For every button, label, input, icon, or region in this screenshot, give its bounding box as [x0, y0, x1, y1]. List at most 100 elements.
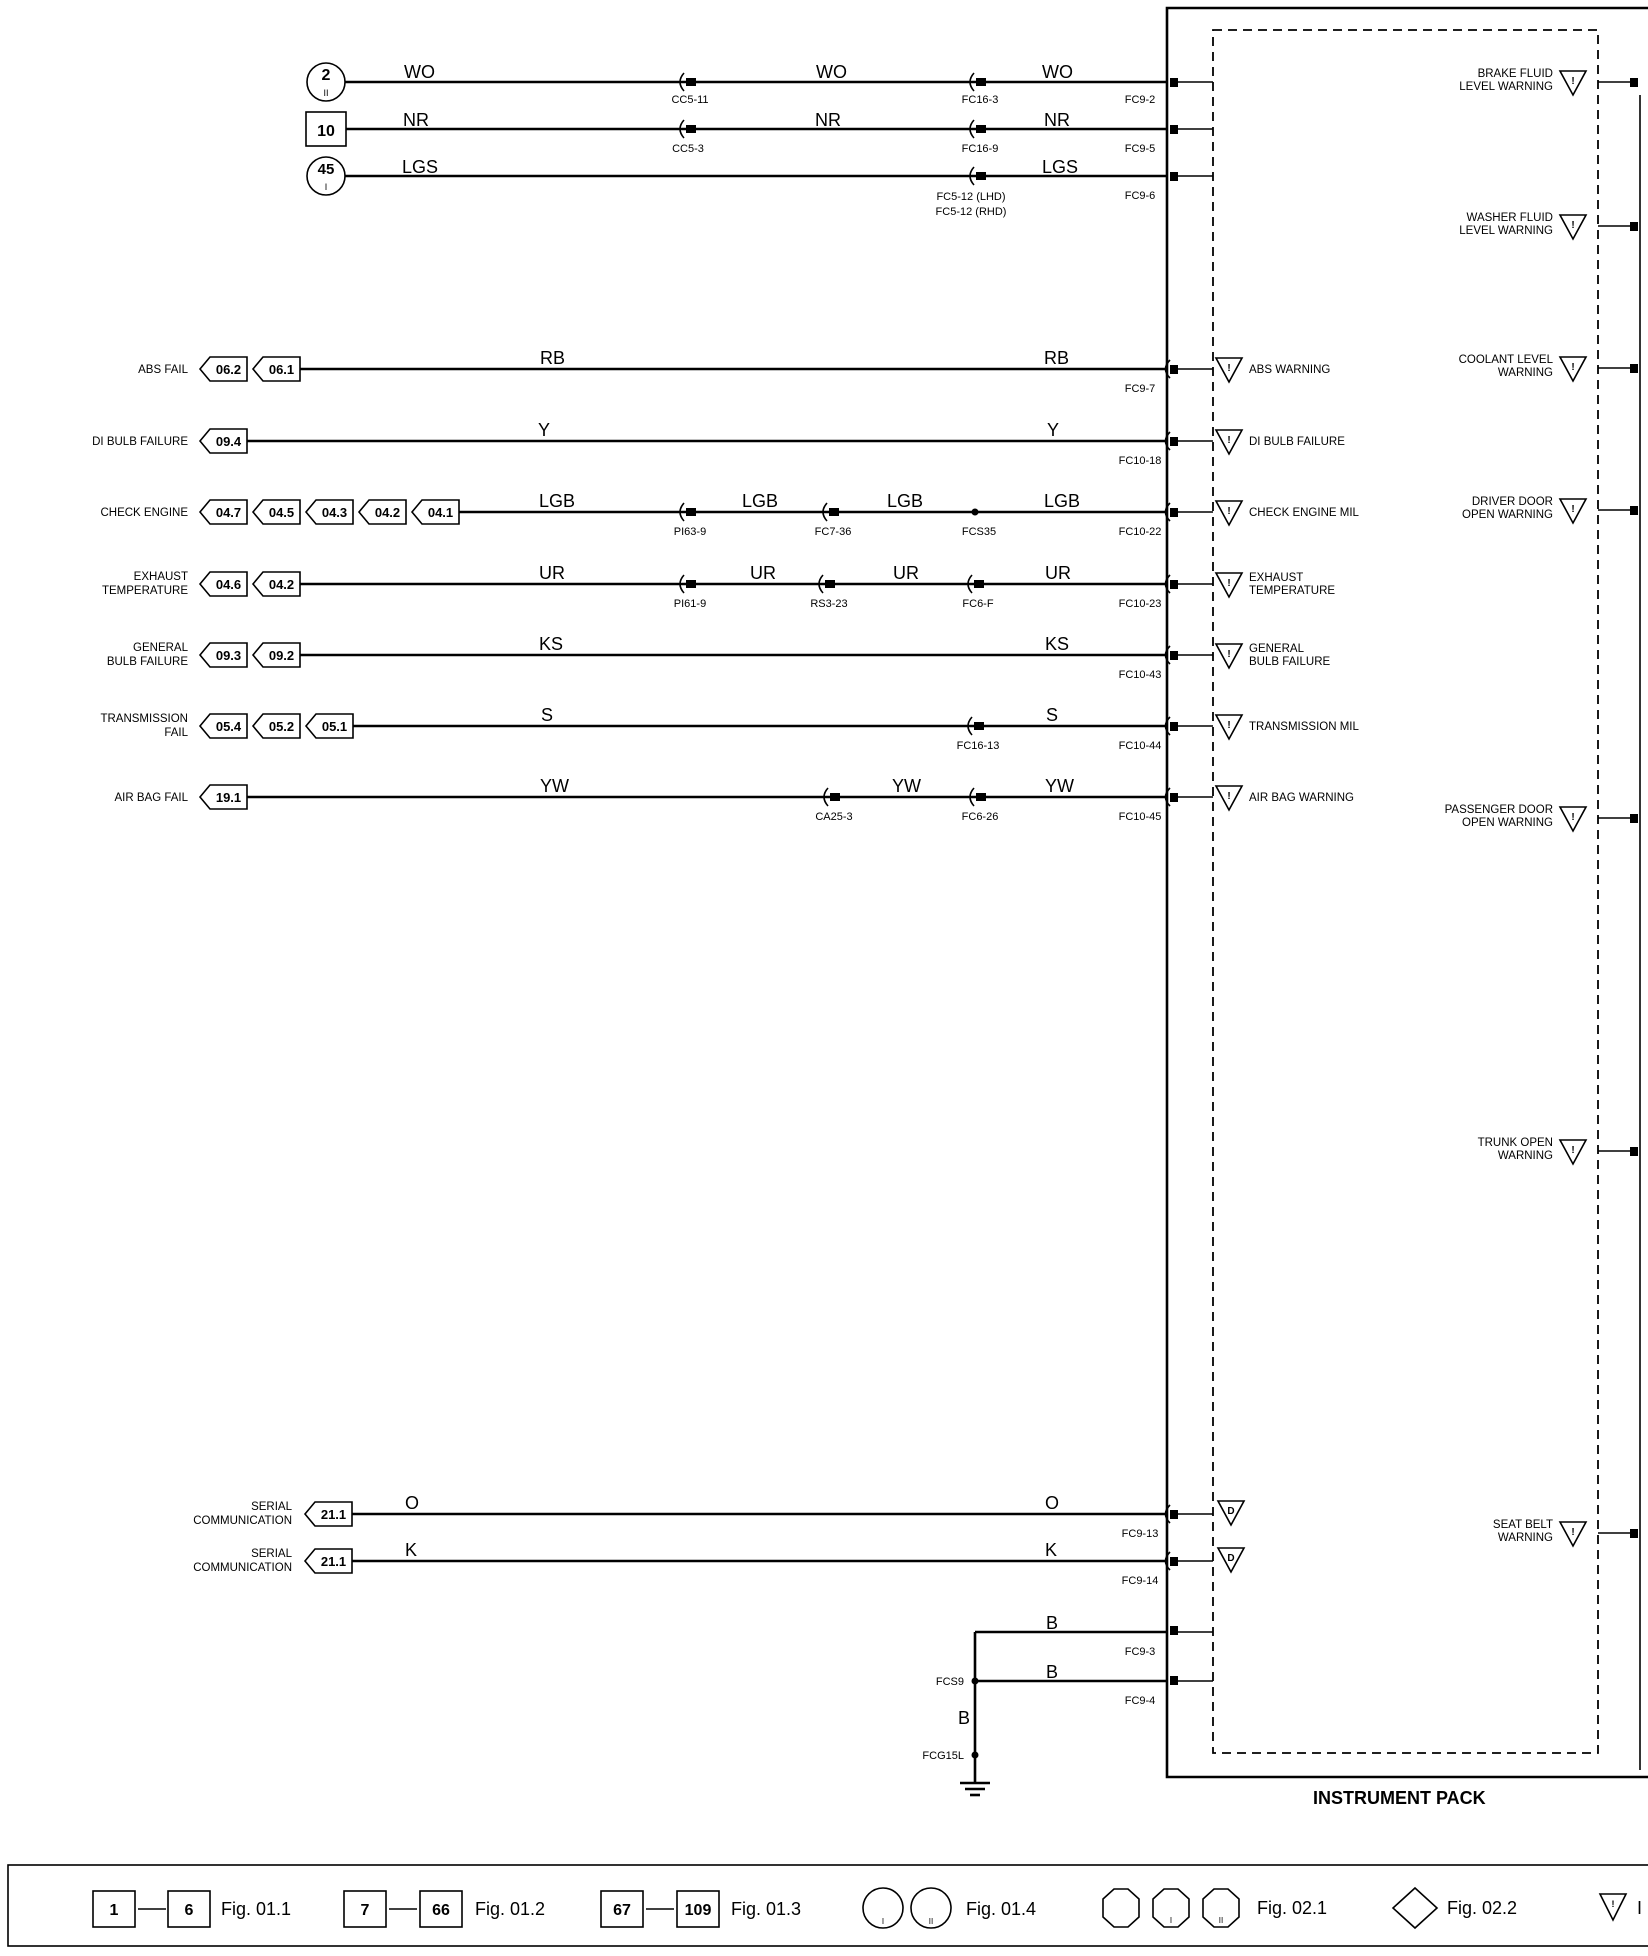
warning-symbol-glyph: !: [1227, 506, 1230, 517]
legend-box: [676, 1890, 720, 1928]
wire-color-label: B: [958, 1708, 970, 1728]
signal-name: ABS FAIL: [138, 364, 188, 376]
warning-symbol-glyph: !: [1227, 720, 1230, 731]
legend-box-number: 66: [432, 1902, 450, 1919]
legend-circle: [862, 1887, 904, 1929]
warning-symbol: [1558, 806, 1588, 833]
warning-symbol-glyph: !: [1227, 791, 1230, 802]
signal-name: BULB FAILURE: [107, 656, 188, 668]
pin-terminal: [1630, 506, 1638, 515]
pin-terminal: [1170, 508, 1178, 517]
ref-tag-label: 04.2: [269, 577, 294, 592]
pin-terminal: [1630, 1147, 1638, 1156]
warning-symbol-glyph: !: [1571, 1145, 1574, 1156]
signal-name: GENERAL: [133, 642, 189, 654]
instrument-pack-title: INSTRUMENT PACK: [1313, 1788, 1486, 1808]
serial-name: SERIAL: [251, 1548, 293, 1560]
warning-symbol: [1214, 500, 1244, 527]
legend-fig: Fig. 01.2: [475, 1899, 545, 1919]
warning-symbol-glyph: !: [1571, 220, 1574, 231]
warning-symbol-glyph: !: [1571, 1527, 1574, 1538]
warning-symbol: [1558, 70, 1588, 97]
ref-tag: [198, 499, 248, 525]
connector-mark: [686, 508, 696, 516]
wire-color-label: RB: [540, 348, 565, 368]
pin-sleeve: [1164, 787, 1171, 807]
pack-signal-label: EXHAUST: [1249, 572, 1303, 584]
signal-name: EXHAUST: [134, 571, 188, 583]
pin-label: FC9-7: [1125, 383, 1156, 395]
ref-tag-label: 05.2: [269, 719, 294, 734]
warning-symbol: [1216, 1500, 1246, 1527]
connector-label: FC6-26: [962, 811, 999, 823]
connector-label: CC5-3: [672, 143, 704, 155]
legend-fig: Fig. 01.1: [221, 1899, 291, 1919]
signal-name: FAIL: [164, 727, 188, 739]
ref-tag-label: 21.1: [321, 1507, 346, 1522]
legend-box: [600, 1890, 644, 1928]
pack-signal-label: GENERAL: [1249, 643, 1305, 655]
connector-mark-sleeve: [679, 574, 685, 594]
wire-color-label: YW: [540, 776, 569, 796]
connector-label: FC6-F: [962, 598, 993, 610]
pin-terminal: [1630, 364, 1638, 373]
connector-mark-sleeve: [969, 119, 975, 139]
wire-color-label: NR: [403, 110, 429, 130]
pin-terminal: [1170, 78, 1178, 87]
ref-tag: [357, 499, 407, 525]
connector-mark-sleeve: [969, 166, 975, 186]
wire-color-label: LGB: [539, 491, 575, 511]
legend-box: [167, 1890, 211, 1928]
ref-tag-label: 09.2: [269, 648, 294, 663]
pin-sleeve: [1164, 1504, 1171, 1524]
pack-signal-label: ABS WARNING: [1249, 364, 1330, 376]
wire-color-label: KS: [1045, 634, 1069, 654]
power-ref-number: 2: [322, 67, 331, 84]
warning-symbol-glyph: !: [1571, 362, 1574, 373]
connector-label: CC5-11: [671, 94, 708, 106]
connector-label: FC16-9: [962, 143, 999, 155]
pack-right-label: OPEN WARNING: [1462, 509, 1553, 521]
warning-symbol: [1214, 643, 1244, 670]
wire-color-label: B: [1046, 1662, 1058, 1682]
ref-tag-label: 04.1: [428, 505, 453, 520]
connector-label: FC7-36: [815, 526, 852, 538]
splice-dot: [971, 508, 979, 516]
legend-box: [419, 1890, 463, 1928]
legend-frame: [7, 1864, 1648, 1947]
signal-name: AIR BAG FAIL: [115, 792, 189, 804]
pack-signal-label: AIR BAG WARNING: [1249, 792, 1354, 804]
pin-terminal: [1170, 793, 1178, 802]
wire-color-label: LGB: [887, 491, 923, 511]
pin-terminal: [1170, 580, 1178, 589]
warning-symbol-glyph: !: [1571, 504, 1574, 515]
pin-terminal: [1630, 222, 1638, 231]
connector-label: FCS35: [962, 526, 996, 538]
splice-dot: [971, 1751, 979, 1759]
connector-label: FC16-3: [962, 94, 999, 106]
pin-label: FC9-14: [1122, 1575, 1159, 1587]
pin-terminal: [1170, 365, 1178, 374]
pin-terminal: [1170, 722, 1178, 731]
pin-label: FC10-44: [1119, 740, 1162, 752]
connector-mark: [976, 172, 986, 180]
ref-tag-label: 04.2: [375, 505, 400, 520]
wire-color-label: YW: [892, 776, 921, 796]
pin-sleeve: [1164, 645, 1171, 665]
pin-terminal: [1630, 1529, 1638, 1538]
connector-mark-sleeve: [818, 574, 824, 594]
signal-name: DI BULB FAILURE: [92, 436, 188, 448]
connector-label: CA25-3: [815, 811, 852, 823]
wire-color-label: RB: [1044, 348, 1069, 368]
pack-right-label: TRUNK OPEN: [1478, 1137, 1553, 1149]
ref-tag: [304, 499, 354, 525]
warning-symbol-glyph: !: [1571, 76, 1574, 87]
legend-fig: Fig. 01.4: [966, 1899, 1036, 1919]
power-feed-row: 2 II WO WO WO CC5-11 FC16-3 FC9-2 10 NR …: [305, 62, 1213, 218]
legend-circle: [910, 1887, 952, 1929]
power-ref-number: 10: [317, 123, 335, 140]
legend-box-number: 7: [361, 1902, 370, 1919]
connector-mark: [825, 580, 835, 588]
